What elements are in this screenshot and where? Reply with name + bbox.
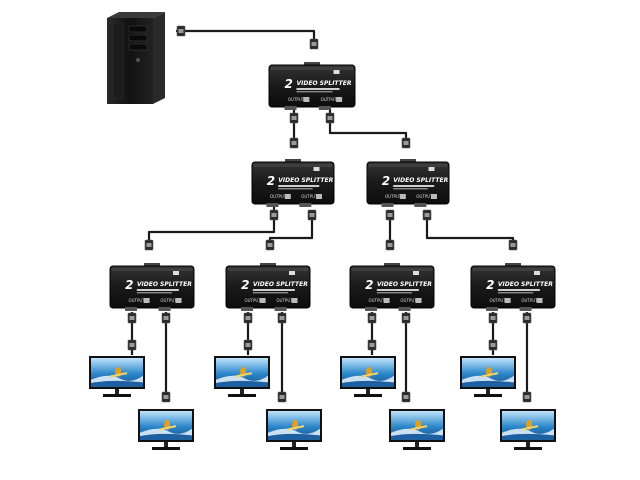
vga-connector-icon — [289, 137, 299, 149]
splitter-port-label: OUTPUT — [385, 194, 402, 199]
vga-cable — [147, 203, 276, 246]
monitor-icon — [389, 409, 445, 450]
splitter-port-label: OUTPUT — [288, 97, 305, 102]
vga-connector-icon — [265, 239, 275, 251]
splitter-level3-4: 2 VIDEO SPLITTER OUTPUT OUTPUT — [470, 263, 556, 311]
splitter-title: VIDEO SPLITTER — [393, 177, 448, 184]
vga-connector-icon — [422, 209, 432, 221]
monitor-icon — [340, 356, 396, 397]
vga-connector-icon — [309, 38, 319, 50]
splitter-port-label: OUTPUT — [489, 298, 506, 303]
vga-connector-icon — [385, 239, 395, 251]
vga-connector-icon — [401, 391, 411, 403]
splitter-number: 2 — [382, 174, 390, 188]
vga-connector-icon — [325, 112, 335, 124]
splitter-title: VIDEO SPLITTER — [278, 177, 333, 184]
splitter-title: VIDEO SPLITTER — [297, 80, 352, 87]
splitter-title: VIDEO SPLITTER — [137, 281, 192, 288]
vga-connector-icon — [289, 112, 299, 124]
splitter-port-label: OUTPUT — [321, 97, 338, 102]
splitter-number: 2 — [284, 77, 292, 91]
vga-connector-icon — [367, 339, 377, 351]
splitter-level3-1: 2 VIDEO SPLITTER OUTPUT OUTPUT — [109, 263, 195, 311]
splitter-port-label: OUTPUT — [270, 194, 287, 199]
vga-connector-icon — [307, 209, 317, 221]
vga-connector-icon — [277, 391, 287, 403]
splitter-port-label: OUTPUT — [160, 298, 177, 303]
vga-connector-icon — [144, 239, 154, 251]
splitter-port-label: OUTPUT — [128, 298, 145, 303]
splitter-number: 2 — [267, 174, 275, 188]
vga-connector-icon — [488, 312, 498, 324]
vga-connector-icon — [367, 312, 377, 324]
monitor-icon — [460, 356, 516, 397]
vga-connector-icon — [401, 137, 411, 149]
vga-cable — [268, 216, 314, 246]
vga-cable — [176, 29, 316, 45]
vga-connector-icon — [243, 339, 253, 351]
splitter-port-label: OUTPUT — [416, 194, 433, 199]
splitter-level1: 2 VIDEO SPLITTER OUTPUT OUTPUT — [268, 62, 356, 110]
vga-connector-icon — [522, 391, 532, 403]
vga-connector-icon — [176, 25, 186, 37]
splitter-number: 2 — [365, 278, 373, 292]
pc-tower-icon — [107, 12, 165, 104]
vga-connector-icon — [269, 209, 279, 221]
splitter-title: VIDEO SPLITTER — [253, 281, 308, 288]
vga-connector-icon — [508, 239, 518, 251]
vga-connector-icon — [127, 339, 137, 351]
monitor-icon — [500, 409, 556, 450]
splitter-port-label: OUTPUT — [244, 298, 261, 303]
splitter-number: 2 — [241, 278, 249, 292]
splitter-port-label: OUTPUT — [301, 194, 318, 199]
splitter-title: VIDEO SPLITTER — [498, 281, 553, 288]
vga-connector-icon — [385, 209, 395, 221]
monitor-icon — [266, 409, 322, 450]
vga-connector-icon — [277, 312, 287, 324]
splitter-port-label: OUTPUT — [368, 298, 385, 303]
splitter-level3-3: 2 VIDEO SPLITTER OUTPUT OUTPUT — [349, 263, 435, 311]
vga-connector-icon — [161, 391, 171, 403]
vga-connector-icon — [161, 312, 171, 324]
splitter-number: 2 — [486, 278, 494, 292]
splitter-title: VIDEO SPLITTER — [377, 281, 432, 288]
vga-connector-icon — [522, 312, 532, 324]
monitor-icon — [89, 356, 145, 397]
vga-connector-icon — [127, 312, 137, 324]
vga-cable — [425, 216, 515, 246]
splitter-port-label: OUTPUT — [400, 298, 417, 303]
vga-connector-icon — [488, 339, 498, 351]
monitor-icon — [138, 409, 194, 450]
vga-connector-icon — [243, 312, 253, 324]
vga-connector-icon — [401, 312, 411, 324]
splitter-number: 2 — [125, 278, 133, 292]
splitter-level3-2: 2 VIDEO SPLITTER OUTPUT OUTPUT — [225, 263, 311, 311]
monitor-icon — [214, 356, 270, 397]
splitter-port-label: OUTPUT — [521, 298, 538, 303]
splitter-port-label: OUTPUT — [276, 298, 293, 303]
vga-cable — [328, 107, 408, 144]
